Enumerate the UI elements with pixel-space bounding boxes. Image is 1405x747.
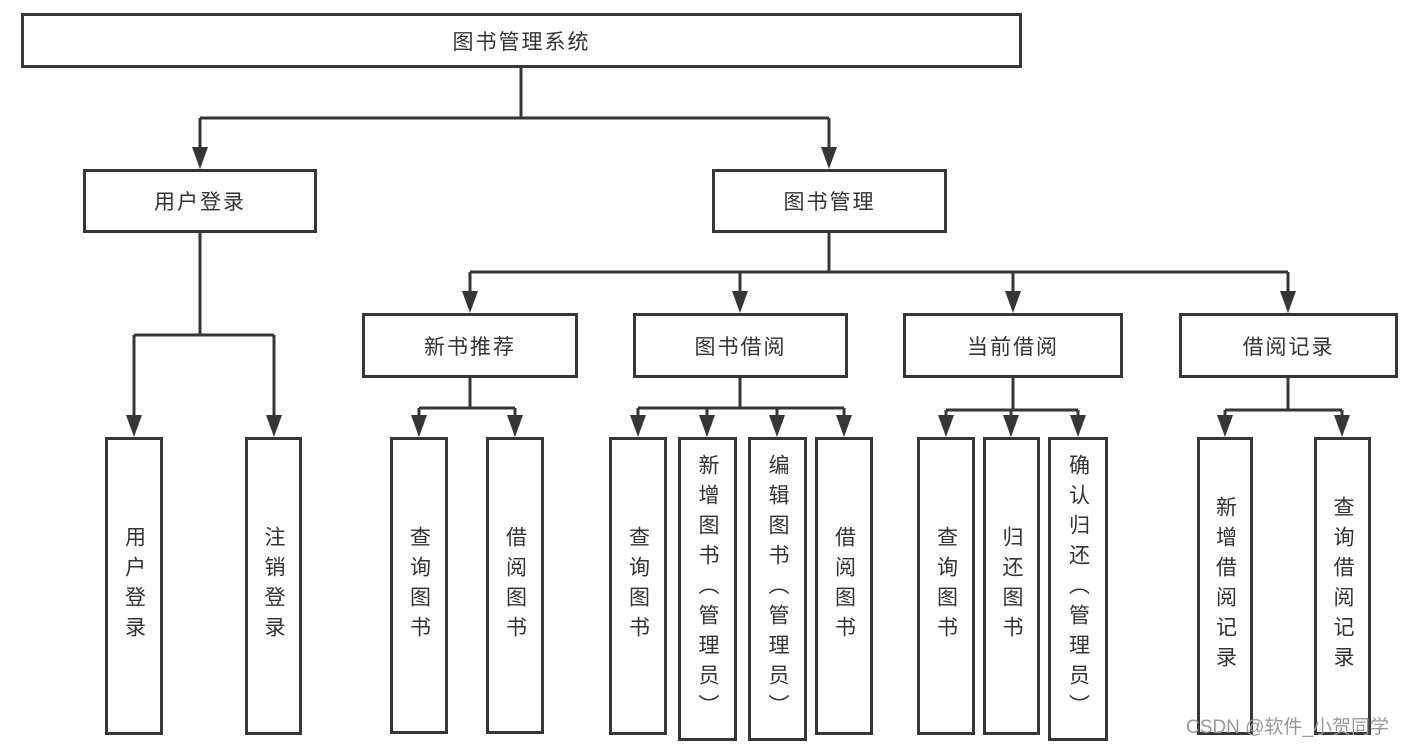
leaf-logout-label: 注销登录 (262, 526, 285, 646)
node-current-borrow: 当前借阅 (903, 313, 1123, 378)
leaf-rec-query-book: 查询图书 (390, 437, 448, 734)
node-book-mgmt: 图书管理 (712, 169, 947, 233)
node-book-borrow: 图书借阅 (633, 313, 848, 378)
leaf-br-add-record-label: 新增借阅记录 (1213, 496, 1237, 676)
arrowheads (126, 147, 1350, 437)
leaf-user-login: 用户登录 (105, 437, 163, 735)
leaf-br-query-record-label: 查询借阅记录 (1331, 496, 1354, 676)
csdn-watermark: CSDN @软件_小贺同学 (1186, 717, 1389, 738)
leaf-bb-query-book-label: 查询图书 (626, 526, 650, 646)
leaf-bb-edit-book-admin: 编辑图书（管理员） (748, 437, 807, 741)
leaf-cb-return-book-label: 归还图书 (1000, 526, 1023, 646)
leaf-rec-query-book-label: 查询图书 (407, 525, 431, 646)
node-book-borrow-label: 图书借阅 (694, 335, 787, 359)
leaf-user-login-label: 用户登录 (122, 526, 146, 646)
leaf-bb-add-book-admin-label: 新增图书（管理员） (696, 454, 719, 724)
leaf-cb-query-book: 查询图书 (917, 437, 975, 735)
leaf-logout: 注销登录 (245, 437, 302, 735)
node-new-book-rec-label: 新书推荐 (424, 335, 516, 359)
leaf-bb-query-book: 查询图书 (609, 437, 667, 735)
connector-strokes (132, 68, 1344, 420)
leaf-br-query-record: 查询借阅记录 (1314, 437, 1371, 735)
node-borrow-record-label: 借阅记录 (1242, 335, 1335, 359)
leaf-bb-edit-book-admin-label: 编辑图书（管理员） (766, 454, 789, 724)
node-user-login: 用户登录 (83, 169, 317, 233)
node-borrow-record: 借阅记录 (1179, 313, 1398, 378)
node-user-login-label: 用户登录 (154, 191, 246, 214)
leaf-br-add-record: 新增借阅记录 (1197, 437, 1253, 735)
leaf-rec-borrow-book-label: 借阅图书 (503, 525, 527, 646)
leaf-cb-confirm-return-admin: 确认归还（管理员） (1048, 437, 1108, 741)
node-root: 图书管理系统 (21, 13, 1022, 68)
leaf-bb-borrow-book-label: 借阅图书 (832, 526, 856, 646)
node-root-label: 图书管理系统 (452, 30, 591, 54)
node-current-borrow-label: 当前借阅 (967, 335, 1059, 359)
leaf-cb-confirm-return-admin-label: 确认归还（管理员） (1066, 454, 1090, 724)
node-book-mgmt-label: 图书管理 (783, 191, 876, 214)
leaf-cb-query-book-label: 查询图书 (934, 526, 958, 646)
leaf-rec-borrow-book: 借阅图书 (486, 437, 544, 734)
leaf-bb-add-book-admin: 新增图书（管理员） (678, 437, 737, 741)
node-new-book-rec: 新书推荐 (362, 313, 578, 378)
leaf-cb-return-book: 归还图书 (983, 437, 1040, 735)
leaf-bb-borrow-book: 借阅图书 (815, 437, 873, 735)
